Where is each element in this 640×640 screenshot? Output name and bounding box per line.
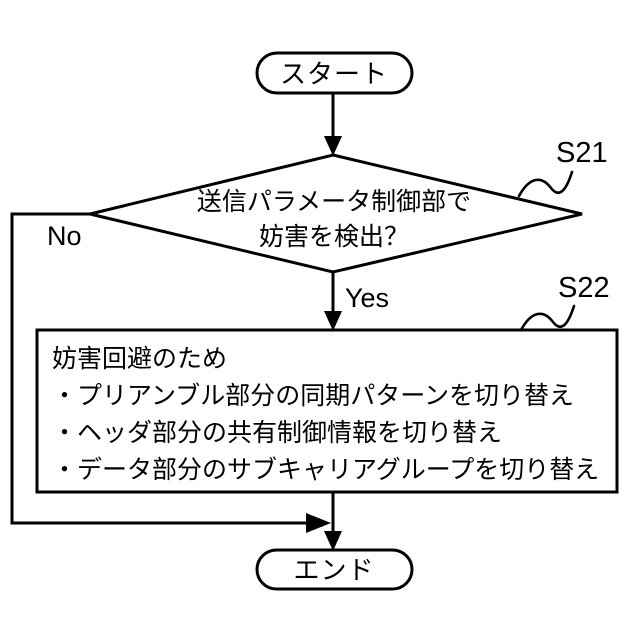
- end-terminator-shape: [255, 548, 414, 591]
- connector-no-bypass: [10, 212, 311, 525]
- branch-label-yes: Yes: [345, 283, 389, 313]
- process-line-1: 妨害回避のため: [52, 345, 227, 373]
- decision-label-line2: 妨害を検出？: [259, 223, 409, 251]
- s22-step-label: S22: [558, 272, 610, 304]
- s21-leader-line: [517, 170, 574, 198]
- process-box-shape: [35, 328, 619, 494]
- end-terminator-label: エンド: [293, 555, 374, 585]
- arrowhead-start-to-decision: [324, 136, 342, 156]
- process-line-4: ・データ部分のサブキャリアグループを切り替え: [52, 456, 599, 484]
- arrowhead-process-to-end: [324, 531, 342, 551]
- arrowhead-no-bypass: [306, 513, 331, 533]
- process-line-3: ・ヘッダ部分の共有制御情報を切り替え: [52, 419, 502, 447]
- start-terminator-label: スタート: [280, 59, 388, 89]
- decision-label-line1: 送信パラメータ制御部で: [197, 188, 471, 216]
- s21-step-label: S21: [556, 137, 608, 169]
- s22-leader-line: [519, 304, 576, 332]
- branch-label-no: No: [47, 221, 82, 251]
- process-line-2: ・プリアンブル部分の同期パターンを切り替え: [52, 382, 574, 410]
- arrowhead-decision-to-process: [324, 311, 342, 331]
